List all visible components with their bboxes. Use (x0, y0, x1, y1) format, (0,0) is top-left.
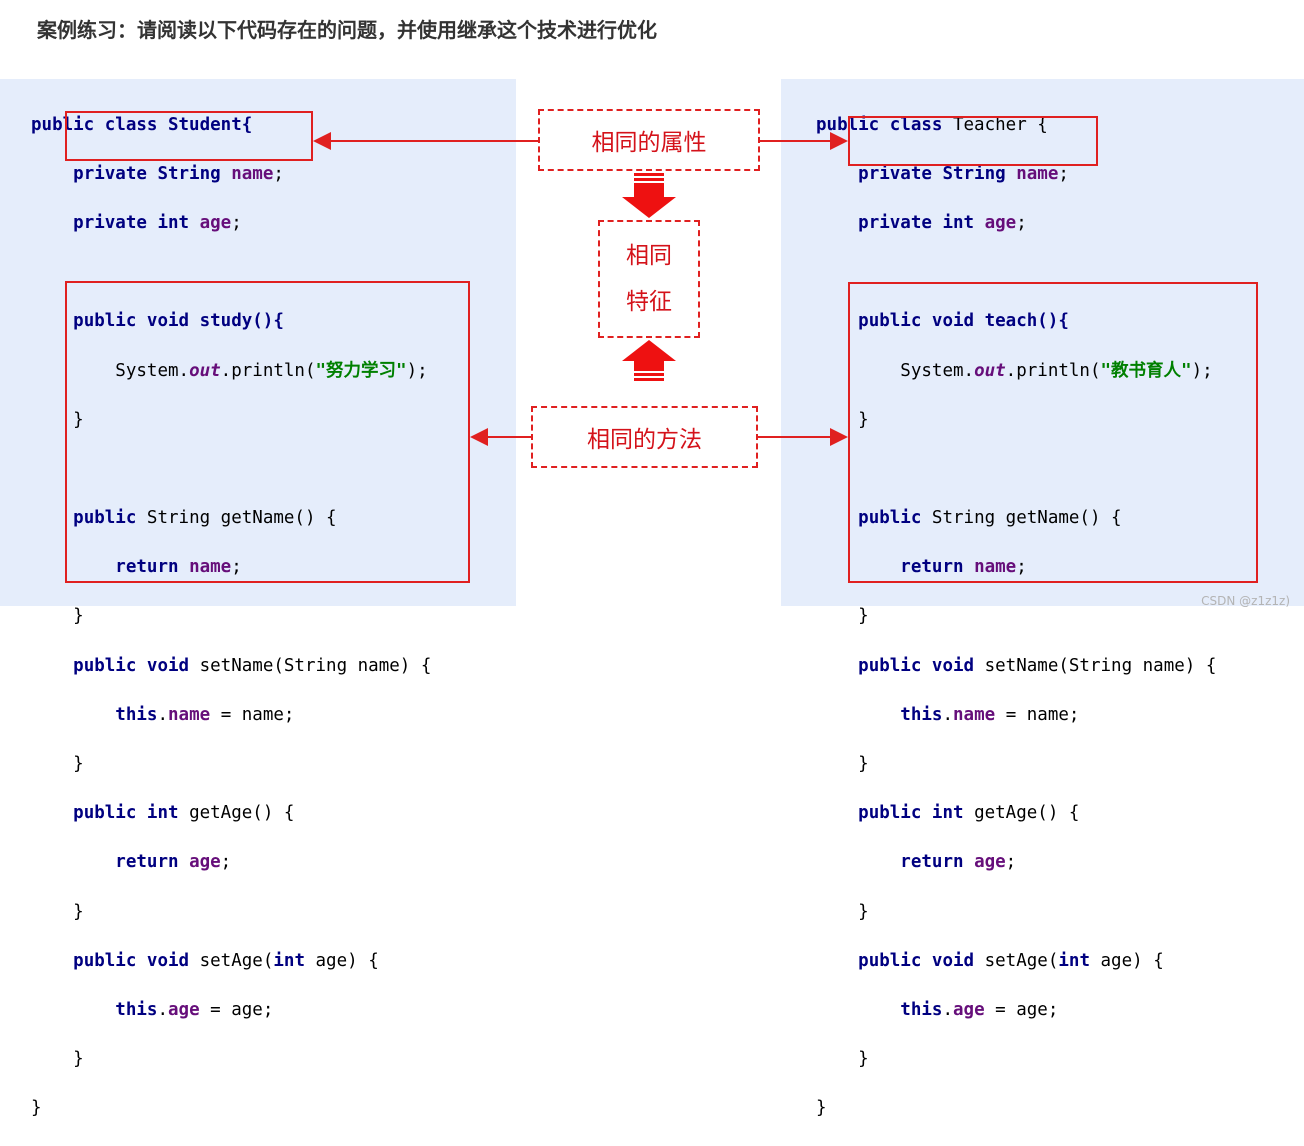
teacher-fields-highlight (848, 116, 1098, 166)
student-getname: public String getName() { (73, 508, 337, 529)
student-study-method: public void study(){ (73, 311, 284, 332)
page-title: 案例练习：请阅读以下代码存在的问题，并使用继承这个技术进行优化 (37, 18, 657, 42)
teacher-methods-highlight (848, 282, 1258, 583)
student-code-panel (0, 79, 516, 606)
student-class-declaration: public class Student{ (31, 114, 253, 135)
teacher-teach-method: public void teach(){ (858, 311, 1069, 332)
student-field-age: private int age; (73, 212, 242, 233)
watermark: CSDN @z1z1z) (1201, 594, 1290, 608)
teacher-getname: public String getName() { (858, 508, 1122, 529)
student-fields-highlight (65, 111, 313, 161)
student-setname: public void setName(String name) { (73, 655, 432, 676)
teacher-setname: public void setName(String name) { (858, 655, 1217, 676)
teacher-code-panel (781, 79, 1304, 606)
same-features-line2: 特征 (626, 289, 672, 315)
student-setage: public void setAge(int age) { (73, 950, 379, 971)
student-methods-highlight (65, 281, 470, 583)
teacher-getage: public int getAge() { (858, 803, 1080, 824)
student-getage: public int getAge() { (73, 803, 295, 824)
teacher-class-declaration: public class Teacher { (816, 114, 1048, 135)
same-methods-label: 相同的方法 (531, 406, 758, 468)
student-print-statement: System.out.println("努力学习"); (115, 360, 428, 381)
same-features-label: 相同 特征 (598, 220, 700, 338)
teacher-field-name: private String name; (858, 163, 1069, 184)
teacher-print-statement: System.out.println("教书育人"); (900, 360, 1213, 381)
block-arrow-down (622, 173, 676, 218)
teacher-field-age: private int age; (858, 212, 1027, 233)
same-attributes-label: 相同的属性 (538, 109, 760, 171)
same-features-line1: 相同 (626, 243, 672, 269)
teacher-setage: public void setAge(int age) { (858, 950, 1164, 971)
block-arrow-up (622, 340, 676, 381)
connector-arrows (313, 132, 848, 446)
student-field-name: private String name; (73, 163, 284, 184)
